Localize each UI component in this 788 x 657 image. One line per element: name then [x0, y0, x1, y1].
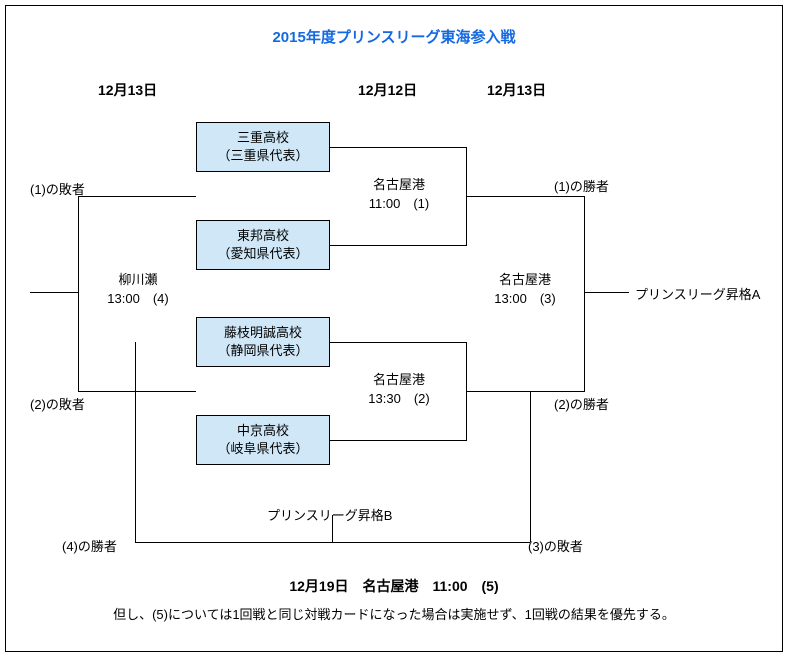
line-match4-winner-down [135, 342, 136, 542]
line-loser2-to-match4 [78, 391, 196, 392]
team-representation: （愛知県代表） [217, 246, 309, 261]
team-name: 三重高校 [236, 130, 289, 146]
match-4-label: 柳川瀬 13:00 (4) [80, 271, 196, 309]
footer-match5-info: 12月19日 名古屋港 11:00 (5) [289, 578, 499, 594]
team-representation: （三重県代表） [217, 148, 309, 163]
note-loser-of-3: (3)の敗者 [528, 539, 583, 554]
note-winner-of-2: (2)の勝者 [554, 397, 609, 412]
team-name: 中京高校 [236, 423, 289, 439]
team-representation: （岐阜県代表） [217, 441, 309, 456]
line-loser1-to-match4 [78, 196, 196, 197]
match-time: 13:00 (4) [107, 290, 169, 306]
line-final-to-promotion-a [584, 292, 629, 293]
note-promotion-a: プリンスリーグ昇格A [635, 287, 761, 302]
team-name: 東邦高校 [236, 228, 289, 244]
match-venue: 柳川瀬 [118, 272, 158, 287]
team-box-toho[interactable]: 東邦高校 （愛知県代表） [196, 220, 330, 270]
match-venue: 名古屋港 [498, 272, 551, 287]
note-winner-of-1: (1)の勝者 [554, 179, 609, 194]
line-team3-to-match2 [330, 342, 466, 343]
line-match5-output [332, 515, 333, 542]
match-time: 11:00 (1) [368, 195, 430, 211]
line-match3-loser-down [530, 391, 531, 542]
team-box-chukyo[interactable]: 中京高校 （岐阜県代表） [196, 415, 330, 465]
date-header-right: 12月13日 [487, 82, 547, 98]
team-box-fujieda-meisei[interactable]: 藤枝明誠高校 （静岡県代表） [196, 317, 330, 367]
line-match1-to-final [466, 196, 584, 197]
match-venue: 名古屋港 [372, 177, 425, 192]
note-promotion-b: プリンスリーグ昇格B [267, 508, 393, 523]
line-match2-to-final [466, 391, 584, 392]
date-header-left: 12月13日 [98, 82, 158, 98]
match-2-label: 名古屋港 13:30 (2) [334, 371, 464, 409]
page-title: 2015年度プリンスリーグ東海参入戦 [272, 29, 516, 46]
date-header-center: 12月12日 [358, 82, 418, 98]
note-loser-of-1: (1)の敗者 [30, 182, 85, 197]
note-winner-of-4: (4)の勝者 [62, 539, 117, 554]
match-3-label: 名古屋港 13:00 (3) [467, 271, 583, 309]
match-time: 13:00 (3) [494, 290, 556, 306]
line-final-bracket [584, 196, 585, 392]
team-box-mie[interactable]: 三重高校 （三重県代表） [196, 122, 330, 172]
page-border [5, 5, 783, 652]
note-loser-of-2: (2)の敗者 [30, 397, 85, 412]
team-name: 藤枝明誠高校 [223, 325, 302, 341]
match-venue: 名古屋港 [372, 372, 425, 387]
match-time: 13:30 (2) [368, 390, 430, 406]
match-1-label: 名古屋港 11:00 (1) [334, 176, 464, 214]
line-team1-to-match1 [330, 147, 466, 148]
line-bottom-match5 [135, 542, 530, 543]
line-match4-output [30, 292, 78, 293]
line-team4-to-match2 [330, 440, 466, 441]
line-team2-to-match1 [330, 245, 466, 246]
footer-note: 但し、(5)については1回戦と同じ対戦カードになった場合は実施せず、1回戦の結果… [113, 607, 675, 622]
line-match4-bracket [78, 196, 79, 392]
team-representation: （静岡県代表） [217, 343, 309, 358]
